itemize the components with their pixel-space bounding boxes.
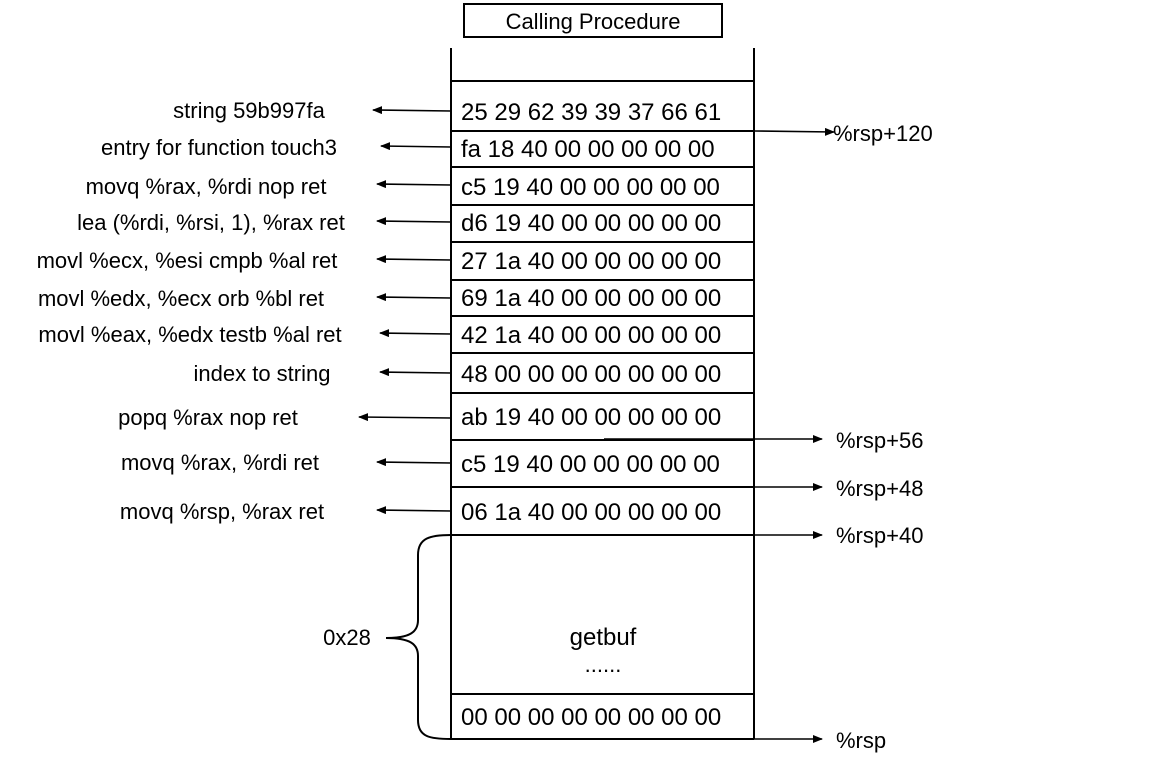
- stack-row-dividers: [451, 80, 754, 740]
- stack-cell: c5 19 40 00 00 00 00 00: [461, 174, 720, 201]
- left-label: movl %eax, %edx testb %al ret: [38, 322, 341, 347]
- left-arrow: [376, 293, 452, 302]
- stack-cell: 06 1a 40 00 00 00 00 00: [461, 499, 721, 526]
- left-label: entry for function touch3: [101, 135, 337, 160]
- left-arrows: [358, 106, 452, 515]
- size-brace: [385, 534, 452, 740]
- left-label: movq %rax, %rdi nop ret: [86, 174, 327, 199]
- left-arrow: [372, 106, 452, 115]
- left-label: movq %rsp, %rax ret: [120, 499, 324, 524]
- stack-cell: ab 19 40 00 00 00 00 00: [461, 404, 721, 431]
- left-arrow: [380, 142, 452, 151]
- stack-cell: 69 1a 40 00 00 00 00 00: [461, 285, 721, 312]
- left-arrow: [376, 255, 452, 264]
- right-arrows: [604, 127, 835, 743]
- left-arrow: [376, 458, 452, 467]
- left-arrow: [379, 329, 452, 338]
- left-label: movl %edx, %ecx orb %bl ret: [38, 286, 324, 311]
- left-arrow: [376, 217, 452, 226]
- left-label: string 59b997fa: [173, 98, 325, 123]
- right-label: %rsp: [836, 728, 886, 753]
- title-box: [463, 3, 723, 38]
- stack-cell: fa 18 40 00 00 00 00 00: [461, 136, 715, 163]
- left-arrow: [376, 180, 452, 189]
- right-label: %rsp+48: [836, 476, 923, 501]
- left-label: movq %rax, %rdi ret: [121, 450, 319, 475]
- title: Calling Procedure: [506, 9, 681, 34]
- getbuf-label: getbuf: [570, 624, 637, 651]
- stack-cell: 25 29 62 39 39 37 66 61: [461, 99, 721, 126]
- right-arrow: [753, 127, 835, 136]
- right-label: %rsp+56: [836, 428, 923, 453]
- left-label: movl %ecx, %esi cmpb %al ret: [37, 248, 338, 273]
- left-arrow: [376, 506, 452, 515]
- left-labels: string 59b997fa entry for function touch…: [37, 98, 345, 524]
- getbuf-bottom-cell: 00 00 00 00 00 00 00 00: [461, 704, 721, 731]
- stack-cell: 27 1a 40 00 00 00 00 00: [461, 248, 721, 275]
- getbuf-ellipsis: ......: [585, 652, 622, 677]
- left-arrow: [358, 413, 452, 422]
- stack-cells: 25 29 62 39 39 37 66 61 fa 18 40 00 00 0…: [461, 99, 721, 526]
- left-label: popq %rax nop ret: [118, 405, 298, 430]
- stack-cell: 42 1a 40 00 00 00 00 00: [461, 322, 721, 349]
- stack-cell: 48 00 00 00 00 00 00 00: [461, 361, 721, 388]
- left-label: index to string: [194, 361, 331, 386]
- right-label: %rsp+120: [833, 121, 933, 146]
- left-label: lea (%rdi, %rsi, 1), %rax ret: [77, 210, 345, 235]
- stack-cell: c5 19 40 00 00 00 00 00: [461, 451, 720, 478]
- size-label: 0x28: [323, 625, 371, 650]
- right-label: %rsp+40: [836, 523, 923, 548]
- right-labels: %rsp+120 %rsp+56 %rsp+48 %rsp+40 %rsp: [833, 121, 933, 753]
- left-arrow: [379, 368, 452, 377]
- stack-cell: d6 19 40 00 00 00 00 00: [461, 210, 721, 237]
